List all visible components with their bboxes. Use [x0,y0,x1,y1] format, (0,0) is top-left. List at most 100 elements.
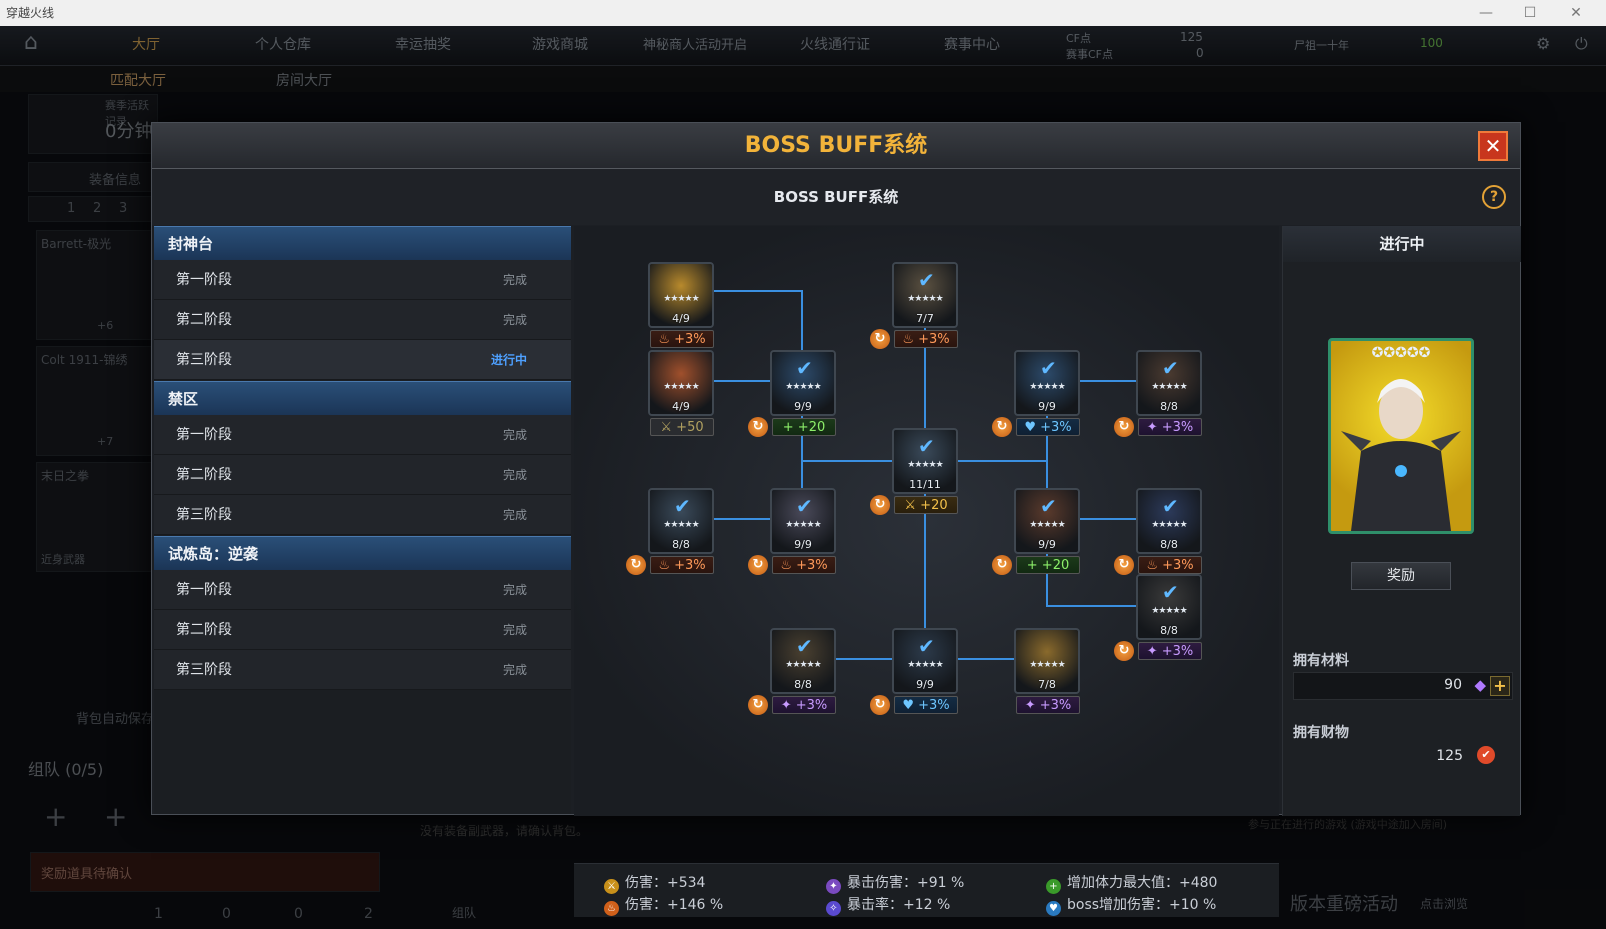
blue-buff-icon: ♥ [902,698,919,713]
nav-pass[interactable]: 火线通行证 [800,37,870,53]
nav-merchant[interactable]: 神秘商人活动开启 [643,38,748,53]
buff-node[interactable]: ✔★★★★★9/9 [770,488,836,554]
buff-node[interactable]: ✔★★★★★8/8 [770,628,836,694]
weapon-1-sub: +6 [97,319,114,332]
crystal-icon: ◆ [1474,676,1486,694]
stage-item-current[interactable]: 第三阶段进行中 [154,340,571,380]
refresh-icon[interactable]: ↻ [1114,555,1134,575]
buff-node[interactable]: ✔★★★★★11/11 [892,428,958,494]
rank-stars-icon: ★★★★★ [1151,606,1187,616]
node-progress: 7/8 [1038,678,1056,691]
sub-tab-room-lobby[interactable]: 房间大厅 [276,73,332,89]
sub-tab-match-lobby[interactable]: 匹配大厅 [110,73,166,89]
sword-icon: ⚔ [604,879,619,894]
node-progress: 11/11 [909,478,941,491]
rank-stars-icon: ★★★★★ [1151,520,1187,530]
refresh-icon[interactable]: ↻ [1114,641,1134,661]
reward-button[interactable]: 奖励 [1351,562,1451,590]
buff-node[interactable]: ✔★★★★★8/8 [1136,574,1202,640]
buff-node[interactable]: ✔★★★★★8/8 [1136,488,1202,554]
node-progress: 4/9 [672,312,690,325]
check-icon: ✔ [796,356,813,380]
refresh-icon[interactable]: ↻ [870,695,890,715]
nav-events[interactable]: 赛事中心 [944,37,1000,53]
refresh-icon[interactable]: ↻ [748,555,768,575]
refresh-icon[interactable]: ↻ [626,555,646,575]
weapon-slot-1[interactable]: Barrett-极光 +6 [36,230,154,340]
buff-node[interactable]: ✔★★★★★9/9 [770,350,836,416]
buff-node[interactable]: ★★★★★4/9 [648,350,714,416]
stage-item[interactable]: 第二阶段完成 [154,455,571,495]
nav-warehouse[interactable]: 个人仓库 [255,37,311,53]
boss-avatar-icon [1016,490,1078,552]
nav-shop[interactable]: 游戏商城 [532,37,588,53]
reward-pending-bar[interactable]: 奖励道具待确认 [30,852,380,892]
refresh-icon[interactable]: ↻ [1114,417,1134,437]
stage-item[interactable]: 第一阶段完成 [154,260,571,300]
rank-stars-icon: ★★★★★ [1151,382,1187,392]
nav-lobby[interactable]: 大厅 [132,37,160,53]
help-icon[interactable]: ? [1482,185,1506,209]
node-progress: 8/8 [1160,624,1178,637]
buff-node[interactable]: ★★★★★4/9 [648,262,714,328]
buff-node[interactable]: ✔★★★★★9/9 [1014,488,1080,554]
group-header[interactable]: 封神台 [154,226,571,260]
treasure-value: 125 [1436,748,1463,764]
refresh-icon[interactable]: ↻ [870,329,890,349]
slot-1[interactable]: 1 [67,201,76,216]
buff-value: +20 [920,498,948,513]
buff-badge: ✦ +3% [772,696,836,714]
power-icon[interactable]: ⏻ [1575,34,1588,53]
group-header[interactable]: 禁区 [154,381,571,415]
buff-value: +3% [1039,698,1072,713]
progress-header: 进行中 [1283,226,1521,262]
home-icon[interactable]: ⌂ [24,30,38,55]
weapon-slot-2[interactable]: Colt 1911-锦绣 +7 [36,346,154,456]
team-add-1-icon[interactable]: + [44,800,68,833]
boss-avatar-icon [894,630,956,692]
minimize-icon[interactable]: — [1479,5,1493,21]
team-add-2-icon[interactable]: + [104,800,128,833]
boss-card[interactable]: ✪✪✪✪✪ [1328,338,1474,534]
stage-item[interactable]: 第二阶段完成 [154,610,571,650]
add-materials-button[interactable]: + [1490,676,1510,696]
buff-node[interactable]: ✔★★★★★7/7 [892,262,958,328]
refresh-icon[interactable]: ↻ [748,417,768,437]
materials-value: 90 [1444,677,1462,693]
nav-lottery[interactable]: 幸运抽奖 [395,37,451,53]
user-name[interactable]: 尸祖一十年 [1294,39,1349,52]
buff-value: +3% [796,558,828,573]
buff-node[interactable]: ★★★★★7/8 [1014,628,1080,694]
refresh-icon[interactable]: ↻ [870,495,890,515]
stage-item[interactable]: 第二阶段完成 [154,300,571,340]
buff-node[interactable]: ✔★★★★★9/9 [1014,350,1080,416]
buff-node[interactable]: ✔★★★★★8/8 [648,488,714,554]
refresh-icon[interactable]: ↻ [992,417,1012,437]
stage-item[interactable]: 第三阶段完成 [154,650,571,690]
group-header[interactable]: 试炼岛：逆袭 [154,536,571,570]
refresh-icon[interactable]: ↻ [748,695,768,715]
stage-item[interactable]: 第一阶段完成 [154,570,571,610]
close-modal-button[interactable]: ✕ [1478,131,1508,161]
buff-node[interactable]: ✔★★★★★9/9 [892,628,958,694]
close-window-icon[interactable]: ✕ [1570,5,1582,21]
team-bottom-label[interactable]: 组队 [452,906,477,920]
buff-value: +3% [674,558,706,573]
version-event-label[interactable]: 版本重磅活动 [1290,894,1398,915]
click-browse-label[interactable]: 点击浏览 [1420,897,1469,911]
refresh-icon[interactable]: ↻ [992,555,1012,575]
maximize-icon[interactable]: ☐ [1523,5,1537,21]
slot-2[interactable]: 2 [93,201,102,216]
weapon-2-sub: +7 [97,435,114,448]
boss-avatar-icon [772,630,834,692]
bottom-count-4: 2 [364,906,373,922]
buff-badge: ♨ +3% [650,330,714,348]
stage-item[interactable]: 第一阶段完成 [154,415,571,455]
slot-3[interactable]: 3 [119,201,128,216]
stage-item[interactable]: 第三阶段完成 [154,495,571,535]
progress-panel: 进行中 ✪✪✪✪✪ 奖励 拥有材料 90 ◆ + 拥有财物 125 [1282,226,1521,816]
auto-bag-label[interactable]: 背包自动保存 [76,712,155,727]
buff-badge: ♨ +3% [894,330,958,348]
buff-node[interactable]: ✔★★★★★8/8 [1136,350,1202,416]
gear-icon[interactable]: ⚙ [1536,34,1551,53]
